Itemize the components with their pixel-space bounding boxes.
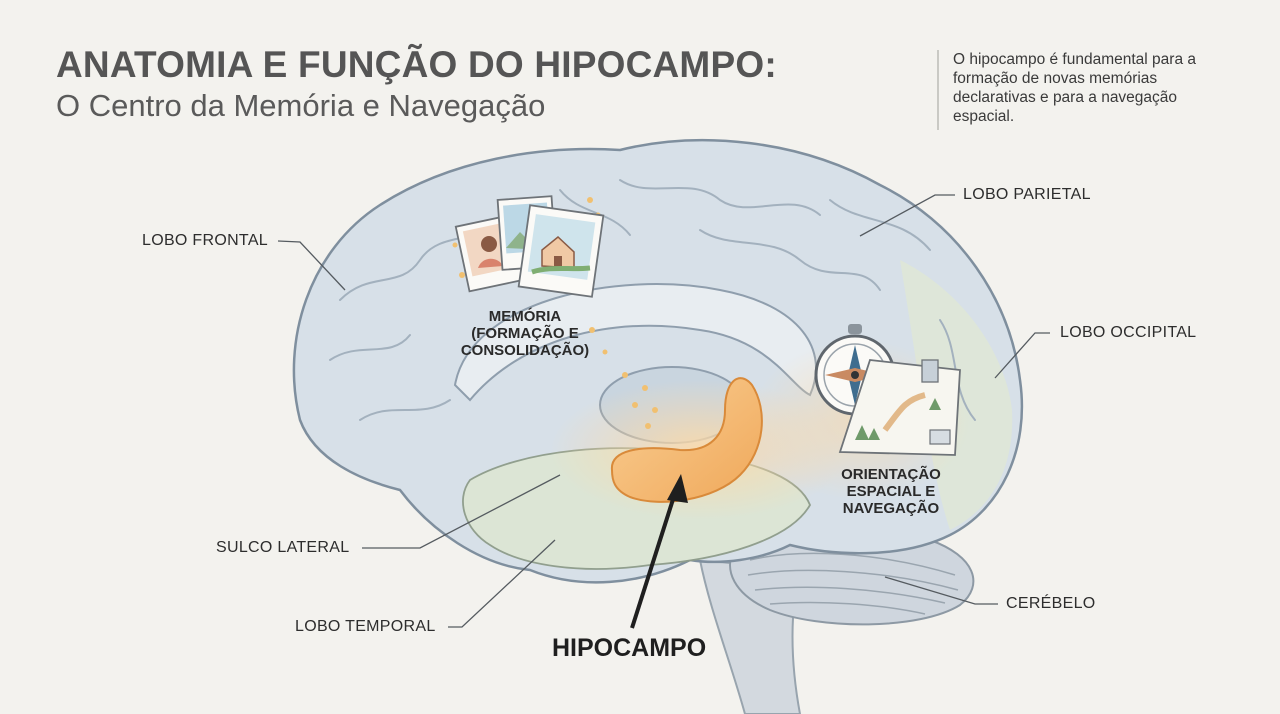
label-hippocampus: HIPOCAMPO	[552, 634, 707, 662]
leader-temporal	[448, 539, 556, 628]
hippocampus-arrow	[630, 474, 688, 629]
intro-text: O hipocampo é fundamental para a formaçã…	[953, 51, 1196, 125]
callout-navigation: ORIENTAÇÃO ESPACIAL E NAVEGAÇÃO	[841, 466, 941, 517]
intro-note: O hipocampo é fundamental para a formaçã…	[937, 50, 1237, 130]
label-parietal-lobe: LOBO PARIETAL	[963, 186, 1091, 203]
leader-parietal	[859, 194, 955, 237]
page-title: ANATOMIA E FUNÇÃO DO HIPOCAMPO:	[56, 44, 777, 85]
label-temporal-lobe: LOBO TEMPORAL	[295, 618, 436, 635]
hippocampus-shape	[610, 377, 763, 503]
leader-sulcus	[362, 474, 561, 549]
page-subtitle: O Centro da Memória e Navegação	[56, 88, 546, 123]
label-occipital-lobe: LOBO OCCIPITAL	[1060, 324, 1197, 341]
label-frontal-lobe: LOBO FRONTAL	[142, 232, 268, 249]
leader-frontal	[277, 240, 346, 291]
house-photo-icon	[517, 204, 605, 298]
leader-occipital	[994, 332, 1050, 379]
label-lateral-sulcus: SULCO LATERAL	[216, 539, 350, 556]
callout-memory: MEMÓRIA (FORMAÇÃO E CONSOLIDAÇÃO)	[460, 308, 590, 359]
map-icon	[838, 359, 961, 456]
leader-cerebellum	[884, 576, 998, 605]
label-cerebellum: CERÉBELO	[1006, 595, 1096, 612]
